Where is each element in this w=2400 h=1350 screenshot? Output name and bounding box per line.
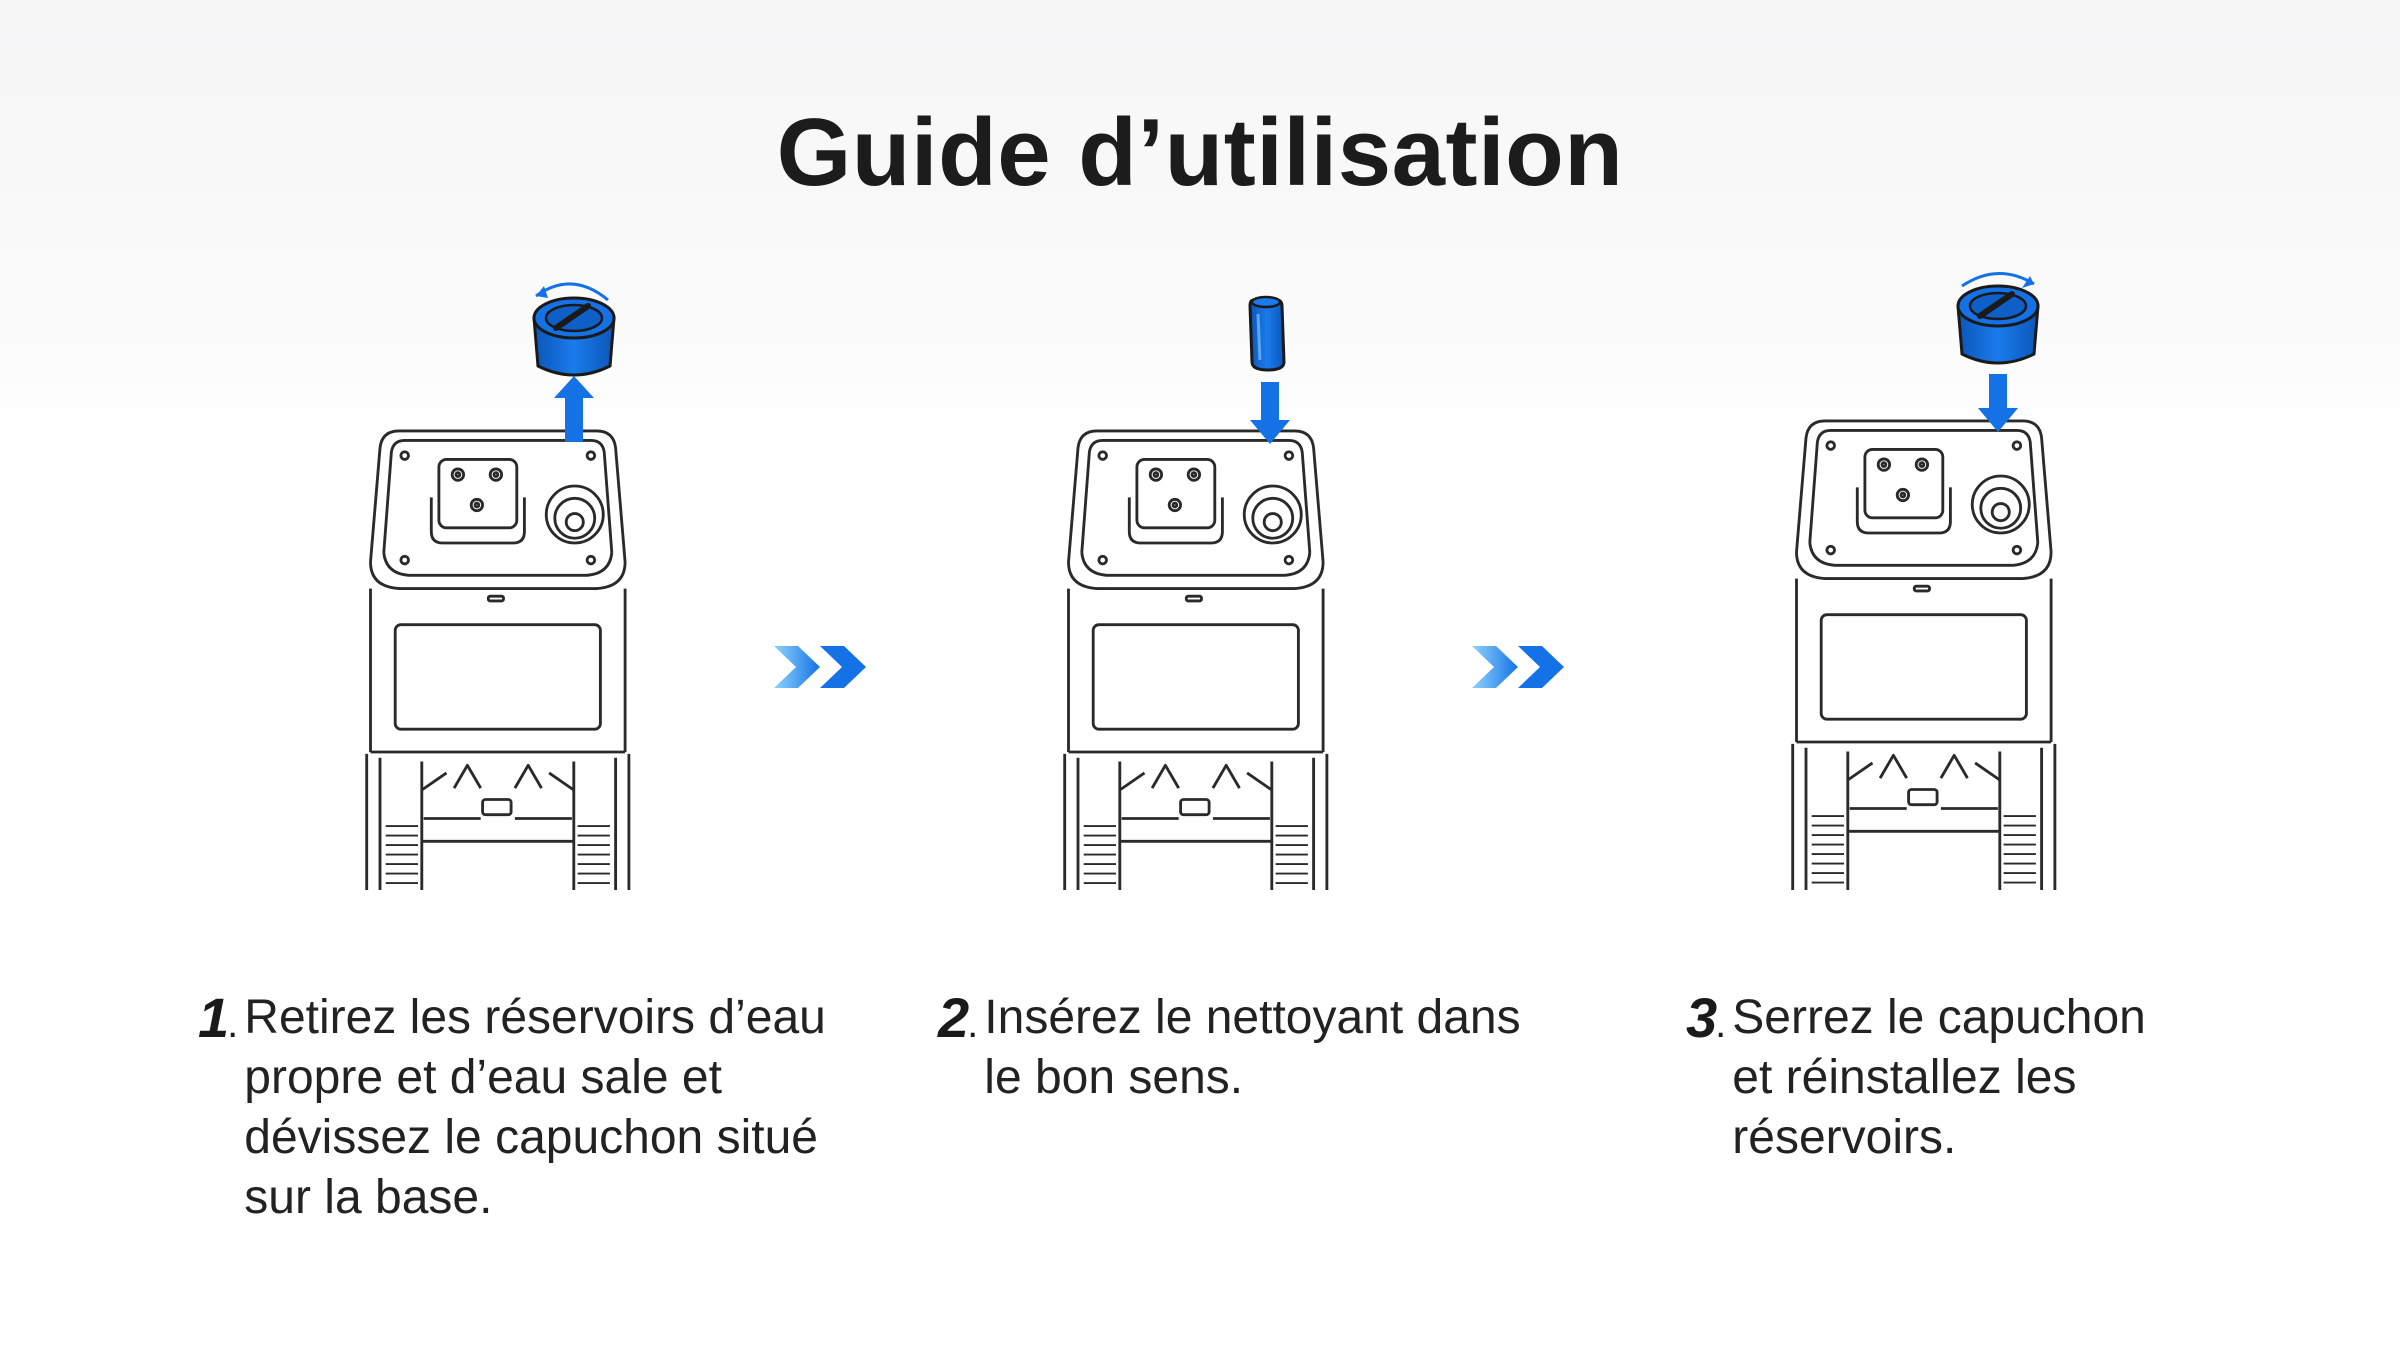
next-chevron-icon-1 <box>774 646 866 688</box>
arrow-down-icon <box>1250 382 1290 444</box>
step-number: 2. <box>938 986 978 1049</box>
arrow-down-icon <box>1978 374 2018 432</box>
step-2: 2. Insérez le nettoyant dans le bon sens… <box>938 988 1521 1108</box>
docking-station-3 <box>1791 272 2057 890</box>
docking-station-1 <box>365 282 631 890</box>
rotate-ccw-arrowhead-icon <box>536 286 548 298</box>
illustration-step-3 <box>1758 270 2098 890</box>
docking-station-2 <box>1063 295 1329 890</box>
step-3: 3. Serrez le capuchon et réinstallez les… <box>1686 988 2146 1168</box>
illustration-step-2 <box>1030 270 1370 890</box>
cap-icon <box>1958 286 2038 363</box>
rotate-cw-arrowhead-icon <box>2022 276 2034 288</box>
step-description: Retirez les réservoirs d’eau propre et d… <box>244 991 826 1224</box>
cleaner-bottle-icon <box>1248 295 1286 372</box>
step-1: 1. Retirez les réservoirs d’eau propre e… <box>198 988 826 1228</box>
step-description: Serrez le capuchon et réinstallez les ré… <box>1732 991 2146 1164</box>
step-description: Insérez le nettoyant dans le bon sens. <box>984 991 1521 1104</box>
page-title: Guide d’utilisation <box>776 99 1624 206</box>
rotate-cw-icon <box>1961 272 2035 288</box>
step-number: 3. <box>1686 986 1726 1049</box>
arrow-up-icon <box>554 376 594 442</box>
cap-icon <box>534 298 614 375</box>
step-number: 1. <box>198 986 238 1049</box>
next-chevron-icon-2 <box>1472 646 1564 688</box>
illustration-step-1 <box>332 270 672 890</box>
